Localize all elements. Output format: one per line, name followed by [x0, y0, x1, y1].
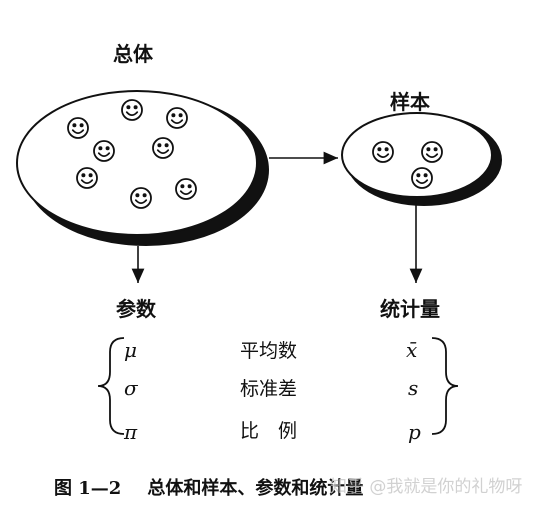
row-name-mean: 平均数: [240, 340, 298, 362]
stat-symbol-mean: x̄: [406, 338, 418, 362]
sample-label: 样本: [390, 90, 430, 114]
sample-ellipse: [341, 112, 502, 206]
parameter-label: 参数: [116, 297, 156, 321]
population-label: 总体: [113, 42, 153, 66]
smiley-face-icon: [130, 187, 152, 209]
watermark: 知乎 @我就是你的礼物呀: [330, 477, 523, 497]
smiley-face-icon: [67, 117, 89, 139]
smiley-face-icon: [121, 99, 143, 121]
smiley-face-icon: [93, 140, 115, 162]
population-ellipse: [16, 90, 269, 246]
param-symbol-mean: μ: [124, 338, 137, 362]
right-brace: [431, 337, 459, 435]
figure-number: 图 1—2: [54, 478, 122, 499]
row-name-sd: 标准差: [240, 378, 298, 400]
figure-title: 总体和样本、参数和统计量: [147, 478, 364, 499]
smiley-face-icon: [76, 167, 98, 189]
smiley-face-icon: [175, 178, 197, 200]
smiley-face-icon: [152, 137, 174, 159]
param-symbol-proportion: π: [124, 420, 138, 444]
stat-symbol-sd: s: [408, 376, 419, 400]
smiley-face-icon: [411, 167, 433, 189]
smiley-face-icon: [166, 107, 188, 129]
stat-symbol-proportion: p: [408, 420, 421, 444]
statistic-label: 统计量: [380, 297, 440, 321]
smiley-face-icon: [372, 141, 394, 163]
row-name-proportion: 比 例: [240, 420, 298, 442]
left-brace: [97, 337, 125, 435]
figure-caption: 图 1—2 总体和样本、参数和统计量: [54, 474, 363, 500]
smiley-face-icon: [421, 141, 443, 163]
param-symbol-sd: σ: [124, 376, 138, 400]
